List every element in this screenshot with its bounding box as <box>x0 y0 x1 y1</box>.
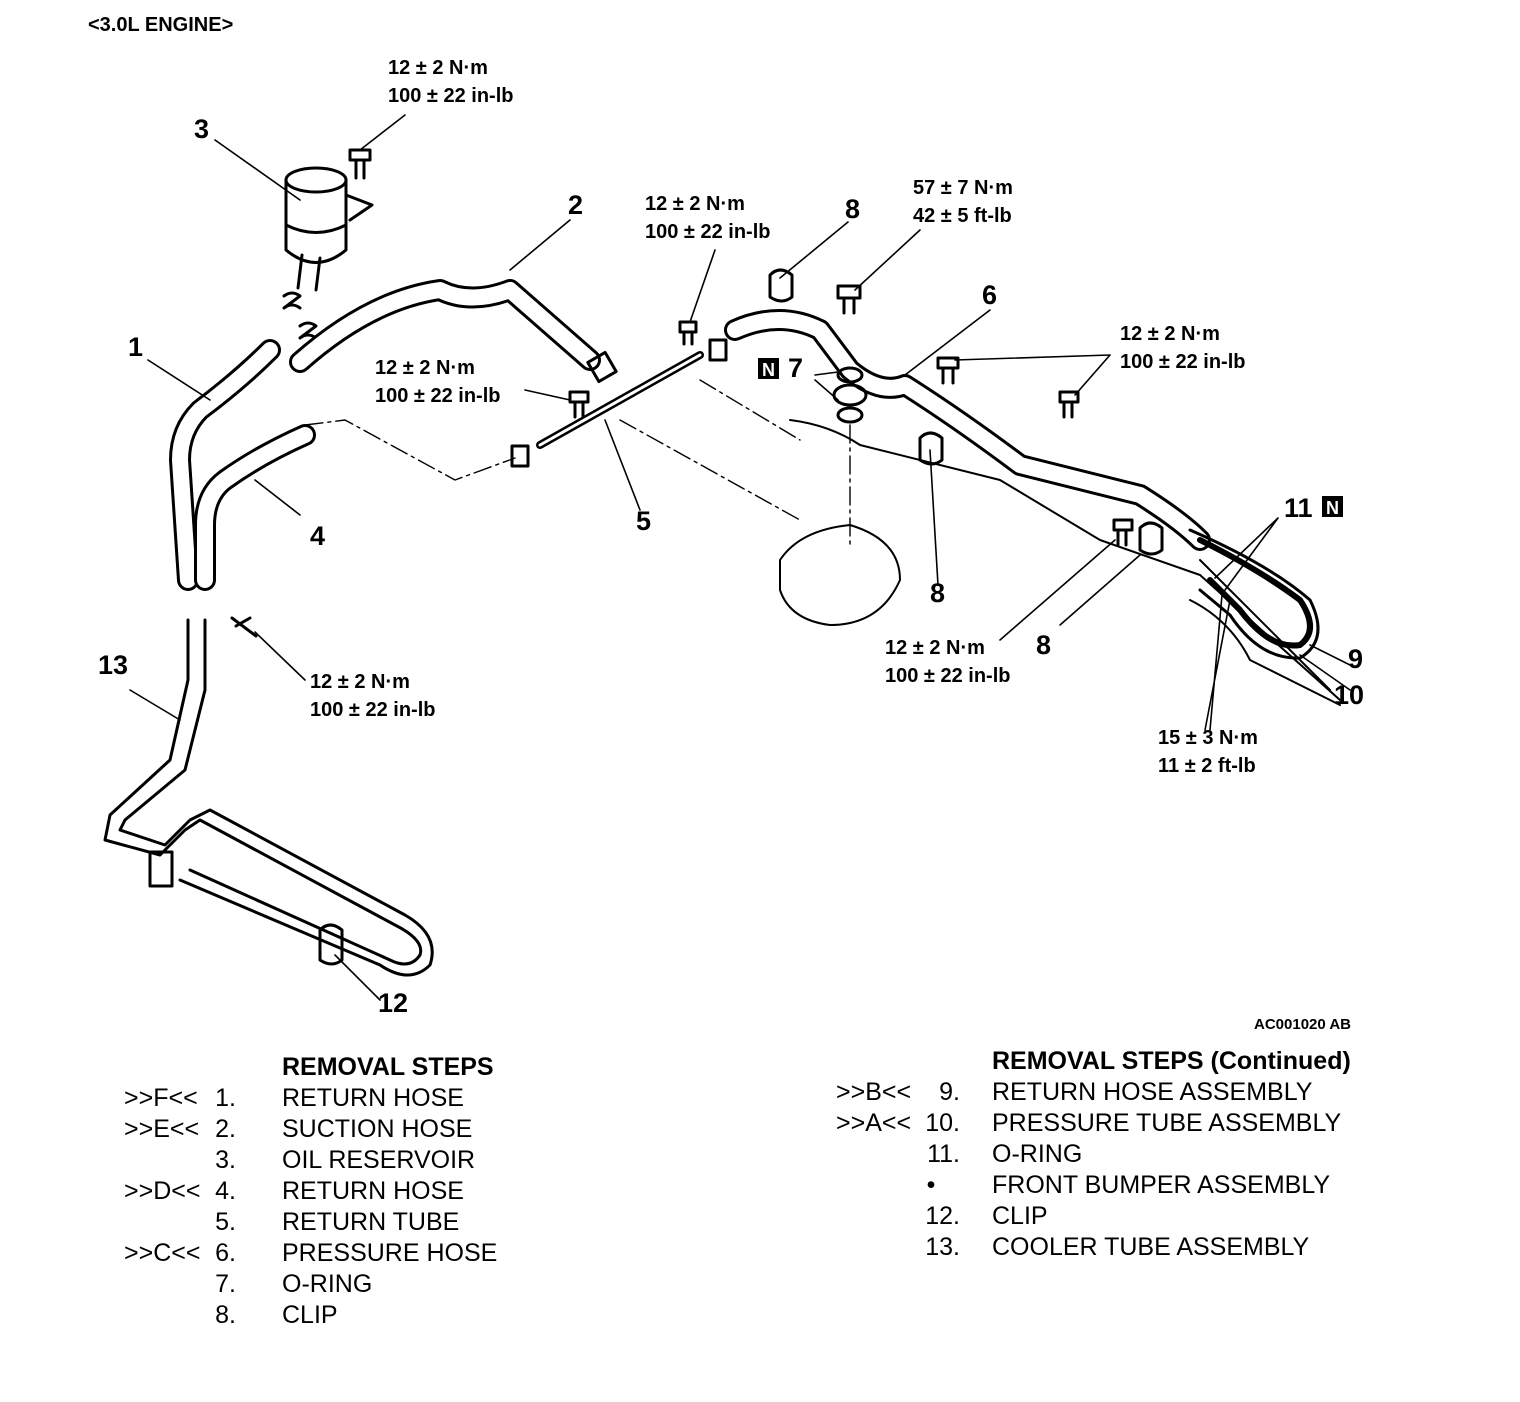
engine-header: <3.0L ENGINE> <box>88 14 234 36</box>
step-name: CLIP <box>282 1301 338 1329</box>
callout-9: 9 <box>1348 644 1363 674</box>
step-name: O-RING <box>282 1270 373 1298</box>
torque-top-inlb: 100 ± 22 in-lb <box>388 85 513 107</box>
step-mark: >>E<< <box>124 1115 200 1143</box>
torque-15-ftlb: 11 ± 2 ft-lb <box>1158 755 1256 777</box>
figure-code: AC001020 AB <box>1254 1016 1351 1033</box>
callout-8-right: 8 <box>1036 630 1051 660</box>
step-name: RETURN TUBE <box>282 1208 460 1236</box>
callout-4: 4 <box>310 521 325 551</box>
step-name: OIL RESERVOIR <box>282 1146 476 1174</box>
n-box-7 <box>758 358 779 379</box>
callout-13: 13 <box>98 650 128 680</box>
torque-lowleft-inlb: 100 ± 22 in-lb <box>310 699 435 721</box>
callout-3: 3 <box>194 114 209 144</box>
n-box-11-label: N <box>1326 498 1339 518</box>
step-row: >>E<< 2. SUCTION HOSE <box>124 1114 544 1145</box>
n-box-7-label: N <box>762 360 775 380</box>
step-row: 11. O-RING <box>836 1139 1396 1170</box>
torque-lowmid-inlb: 100 ± 22 in-lb <box>885 665 1010 687</box>
torque-57-ftlb: 42 ± 5 ft-lb <box>913 205 1012 227</box>
oil-reservoir-drawing <box>284 166 374 292</box>
torque-midleft-inlb: 100 ± 22 in-lb <box>375 385 500 407</box>
n-box-11 <box>1322 496 1343 517</box>
callout-2: 2 <box>568 190 583 220</box>
step-number: 13. <box>925 1233 960 1261</box>
removal-steps-list: REMOVAL STEPS >>F<< 1. RETURN HOSE >>E<<… <box>124 1052 544 1342</box>
callout-8-mid: 8 <box>930 578 945 608</box>
step-row: 5. RETURN TUBE <box>124 1207 544 1238</box>
torque-mid-nm: 12 ± 2 N·m <box>645 193 745 215</box>
step-row: >>B<< 9. RETURN HOSE ASSEMBLY <box>836 1077 1396 1108</box>
torque-right-inlb: 100 ± 22 in-lb <box>1120 351 1245 373</box>
step-row: • FRONT BUMPER ASSEMBLY <box>836 1170 1396 1201</box>
step-name: PRESSURE TUBE ASSEMBLY <box>992 1109 1342 1137</box>
step-number: 6. <box>215 1239 236 1267</box>
callout-7: 7 <box>788 353 803 383</box>
callout-12: 12 <box>378 988 408 1018</box>
step-name: SUCTION HOSE <box>282 1115 473 1143</box>
step-bullet: • <box>926 1171 936 1199</box>
step-name: RETURN HOSE <box>282 1084 464 1112</box>
step-row: 3. OIL RESERVOIR <box>124 1145 544 1176</box>
callout-11: 11 <box>1284 493 1313 523</box>
step-number: 1. <box>215 1084 236 1112</box>
step-name: FRONT BUMPER ASSEMBLY <box>992 1171 1331 1199</box>
torque-midleft-nm: 12 ± 2 N·m <box>375 357 475 379</box>
removal-steps-continued-list: REMOVAL STEPS (Continued) >>B<< 9. RETUR… <box>836 1046 1396 1276</box>
step-number: 3. <box>215 1146 236 1174</box>
callout-1: 1 <box>128 332 143 362</box>
step-number: 7. <box>215 1270 236 1298</box>
step-number: 11. <box>927 1140 960 1168</box>
torque-lowmid-nm: 12 ± 2 N·m <box>885 637 985 659</box>
step-row: 12. CLIP <box>836 1201 1396 1232</box>
step-row: >>D<< 4. RETURN HOSE <box>124 1176 544 1207</box>
torque-57-nm: 57 ± 7 N·m <box>913 177 1013 199</box>
step-row: 7. O-RING <box>124 1269 544 1300</box>
step-name: RETURN HOSE <box>282 1177 464 1205</box>
callout-5: 5 <box>636 506 651 536</box>
step-number: 2. <box>215 1115 236 1143</box>
step-row: >>A<< 10. PRESSURE TUBE ASSEMBLY <box>836 1108 1396 1139</box>
torque-mid-inlb: 100 ± 22 in-lb <box>645 221 770 243</box>
step-mark: >>D<< <box>124 1177 201 1205</box>
step-mark: >>F<< <box>124 1084 198 1112</box>
removal-steps-continued-title: REMOVAL STEPS (Continued) <box>992 1047 1351 1075</box>
step-name: CLIP <box>992 1202 1048 1230</box>
step-name: RETURN HOSE ASSEMBLY <box>992 1078 1313 1106</box>
removal-steps-title: REMOVAL STEPS <box>282 1053 494 1081</box>
step-name: COOLER TUBE ASSEMBLY <box>992 1233 1310 1261</box>
step-row: >>C<< 6. PRESSURE HOSE <box>124 1238 544 1269</box>
torque-lowleft-nm: 12 ± 2 N·m <box>310 671 410 693</box>
callout-8-top: 8 <box>845 194 860 224</box>
clamp-lower <box>298 321 318 340</box>
step-name: PRESSURE HOSE <box>282 1239 498 1267</box>
step-number: 5. <box>215 1208 236 1236</box>
step-number: 4. <box>215 1177 236 1205</box>
bolts <box>230 148 1134 638</box>
step-name: O-RING <box>992 1140 1083 1168</box>
step-mark: >>C<< <box>124 1239 201 1267</box>
callout-6: 6 <box>982 280 997 310</box>
step-number: 9. <box>939 1078 960 1106</box>
torque-top-nm: 12 ± 2 N·m <box>388 57 488 79</box>
step-row: 8. CLIP <box>124 1300 544 1331</box>
step-row: 13. COOLER TUBE ASSEMBLY <box>836 1232 1396 1263</box>
torque-right-nm: 12 ± 2 N·m <box>1120 323 1220 345</box>
step-number: 10. <box>925 1109 960 1137</box>
step-row: >>F<< 1. RETURN HOSE <box>124 1083 544 1114</box>
step-mark: >>A<< <box>836 1109 912 1137</box>
step-mark: >>B<< <box>836 1078 912 1106</box>
step-number: 12. <box>925 1202 960 1230</box>
callout-10: 10 <box>1334 680 1364 710</box>
step-number: 8. <box>215 1301 236 1329</box>
clamp-upper <box>282 291 302 310</box>
torque-15-nm: 15 ± 3 N·m <box>1158 727 1258 749</box>
